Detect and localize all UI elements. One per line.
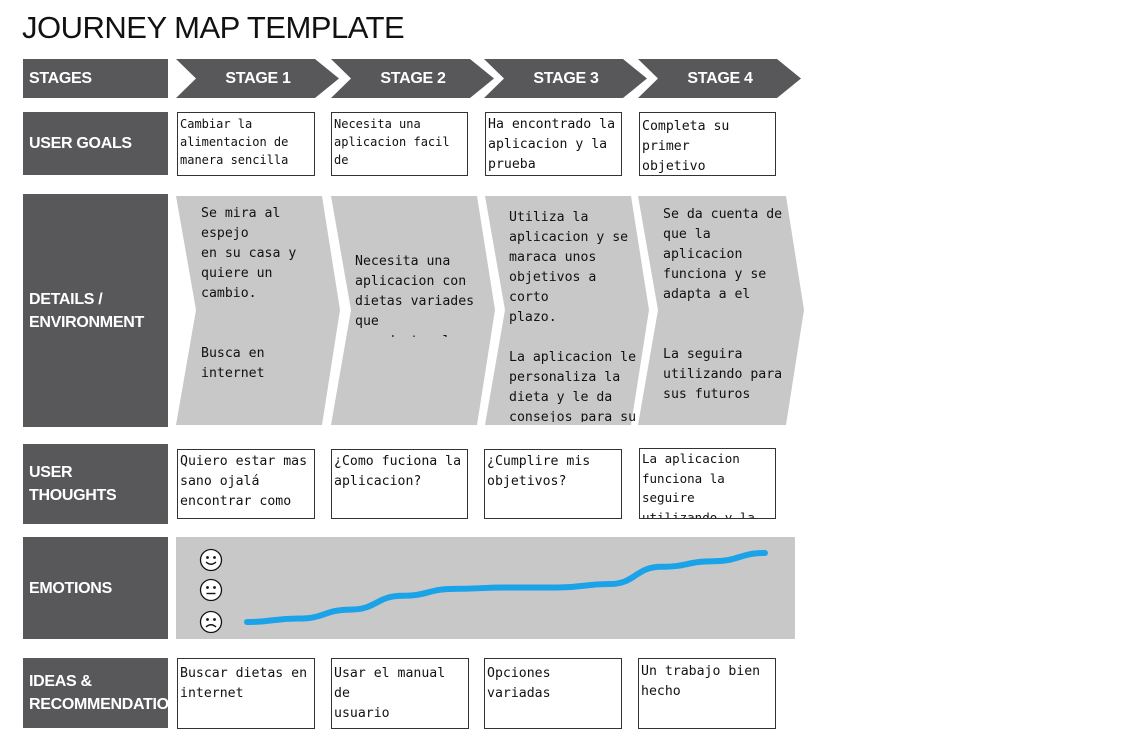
row-label-stages: STAGES [23,59,168,98]
user-goal-2: Necesita una aplicacion facil de usar [331,112,468,176]
idea-2: Usar el manual de usuario [331,658,469,729]
user-goal-1: Cambiar la alimentacion de manera sencil… [177,112,315,176]
stage-arrow-3 [484,59,647,98]
row-label-user-thoughts: USER THOUGHTS [23,444,168,524]
stage-arrow-4 [638,59,801,98]
neutral-face-icon [199,578,223,602]
detail-chevron-3 [485,196,649,425]
stage-label-3: STAGE 3 [533,70,599,87]
row-label-emotions: EMOTIONS [23,537,168,639]
stage-label-4: STAGE 4 [687,70,753,87]
stage-label-1: STAGE 1 [225,70,291,87]
detail-chevron-2 [331,196,495,425]
stage-arrow-1 [176,59,339,98]
detail-chevron-4 [638,196,804,425]
stage-arrow-2 [331,59,494,98]
emotion-curve [244,550,768,625]
sad-face-icon [199,610,223,634]
user-thought-3: ¿Cumplire mis objetivos? [484,449,622,519]
page-title: JOURNEY MAP TEMPLATE [22,10,405,45]
row-label-user-goals: USER GOALS [23,112,168,175]
detail-chevrons [176,196,804,425]
detail-chevron-1 [176,196,340,425]
stage-arrows [176,59,801,98]
detail-3: Utiliza la aplicacion y se maraca unos o… [509,210,637,422]
user-goal-3: Ha encontrado la aplicacion y la prueba [485,112,622,176]
detail-1: Se mira al espejo en su casa y quiere un… [201,206,297,381]
user-thought-2: ¿Como fuciona la aplicacion? [331,449,468,519]
row-label-ideas: IDEAS & RECOMMENDATIONS [23,658,191,728]
user-thought-4: La aplicacion funciona la seguire utiliz… [639,448,776,519]
detail-2: Necesita una aplicacion con dietas varia… [355,254,475,337]
row-label-details: DETAILS / ENVIRONMENT [23,194,168,427]
idea-4: Un trabajo bien hecho [638,658,776,729]
user-thought-1: Quiero estar mas sano ojalá encontrar co… [177,449,315,519]
stage-label-2: STAGE 2 [380,70,446,87]
idea-3: Opciones variadas [484,658,622,729]
idea-1: Buscar dietas en internet [177,658,315,729]
detail-4: Se da cuenta de que la aplicacion funcio… [663,207,783,402]
happy-face-icon [199,548,223,572]
user-goal-4: Completa su primer objetivo [639,112,776,176]
